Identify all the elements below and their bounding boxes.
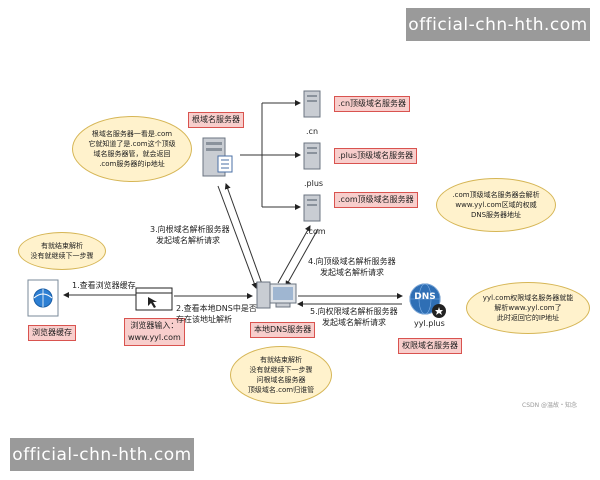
step2-line1: 2.查看本地DNS中是否	[176, 304, 257, 313]
watermark-bottom: official-chn-hth.com	[10, 438, 194, 471]
com-server-icon	[303, 194, 321, 222]
auth-server-label: 权限域名服务器	[398, 338, 462, 354]
browser-cache-icon	[27, 279, 59, 317]
step5-line2: 发起域名解析请求	[322, 318, 386, 327]
step5-label: 5.向权限域名解析服务器 发起域名解析请求	[310, 306, 398, 328]
plus-server-icon	[303, 142, 321, 170]
dns-badge: DNS	[414, 292, 436, 302]
step3-line1: 3.向根域名解析服务器	[150, 225, 230, 234]
watermark-text: official-chn-hth.com	[408, 14, 588, 35]
plus-server-label: .plus顶级域名服务器	[334, 148, 418, 164]
auth-domain-label: yyl.plus	[414, 319, 445, 328]
watermark-top: official-chn-hth.com	[406, 8, 590, 41]
local-note-text: 有就结束解析 没有就继续下一步骤 问根域名服务器 顶级域名.com归谁管	[247, 356, 315, 394]
step5-arrows	[297, 293, 403, 307]
cache-note-text: 有就结束解析 没有就继续下一步骤	[30, 242, 94, 260]
browser-cache-label: 浏览器缓存	[28, 325, 76, 341]
com-note-cloud: .com顶级域名服务器会解析 www.yyl.com区域的权威 DNS服务器地址	[436, 178, 556, 232]
step2-line2: 存在该地址解析	[176, 315, 232, 324]
com-tag: .com	[306, 227, 326, 236]
step1-label: 1.查看浏览器缓存	[72, 281, 136, 290]
cn-tag: .cn	[306, 127, 319, 136]
step3-label: 3.向根域名解析服务器 发起域名解析请求	[150, 224, 230, 246]
browser-input-line2: www.yyl.com	[128, 333, 181, 342]
dns-globe-icon	[409, 283, 446, 318]
auth-note-text: yyl.com权限域名服务器就能 解析www.yyl.com了 此时返回它的IP…	[482, 294, 574, 322]
root-server-icon	[202, 137, 233, 177]
com-note-text: .com顶级域名服务器会解析 www.yyl.com区域的权威 DNS服务器地址	[452, 191, 540, 219]
browser-input-line1: 浏览器输入：	[130, 321, 179, 330]
step4-label: 4.向顶级域名解析服务器 发起域名解析请求	[308, 256, 396, 278]
cache-note-cloud: 有就结束解析 没有就继续下一步骤	[18, 232, 106, 270]
step3-line2: 发起域名解析请求	[156, 236, 220, 245]
root-note-cloud: 根域名服务器一看是.com 它就知道了是.com这个顶级 域名服务器管，就会返回…	[72, 116, 192, 182]
local-dns-label: 本地DNS服务器	[250, 322, 316, 338]
cn-server-label: .cn顶级域名服务器	[334, 96, 411, 112]
plus-tag: .plus	[304, 179, 324, 188]
step5-line1: 5.向权限域名解析服务器	[310, 307, 398, 316]
watermark-text: official-chn-hth.com	[12, 444, 192, 465]
step4-arrows	[277, 225, 319, 287]
root-server-label: 根域名服务器	[188, 112, 244, 128]
com-server-label: .com顶级域名服务器	[334, 192, 418, 208]
local-dns-server-icon	[256, 281, 297, 309]
tld-tree-lines	[240, 100, 301, 210]
step3-arrows	[217, 183, 263, 289]
browser-input-label: 浏览器输入： www.yyl.com	[124, 318, 185, 346]
step4-line1: 4.向顶级域名解析服务器	[308, 257, 396, 266]
root-note-text: 根域名服务器一看是.com 它就知道了是.com这个顶级 域名服务器管，就会返回…	[88, 130, 176, 168]
cn-server-icon	[303, 90, 321, 118]
step2-label: 2.查看本地DNS中是否 存在该地址解析	[176, 303, 257, 325]
browser-window-icon	[135, 287, 173, 311]
local-note-cloud: 有就结束解析 没有就继续下一步骤 问根域名服务器 顶级域名.com归谁管	[230, 346, 332, 404]
step4-line2: 发起域名解析请求	[320, 268, 384, 277]
credit-text: CSDN @温故・知念	[522, 402, 578, 409]
auth-note-cloud: yyl.com权限域名服务器就能 解析www.yyl.com了 此时返回它的IP…	[466, 282, 590, 334]
